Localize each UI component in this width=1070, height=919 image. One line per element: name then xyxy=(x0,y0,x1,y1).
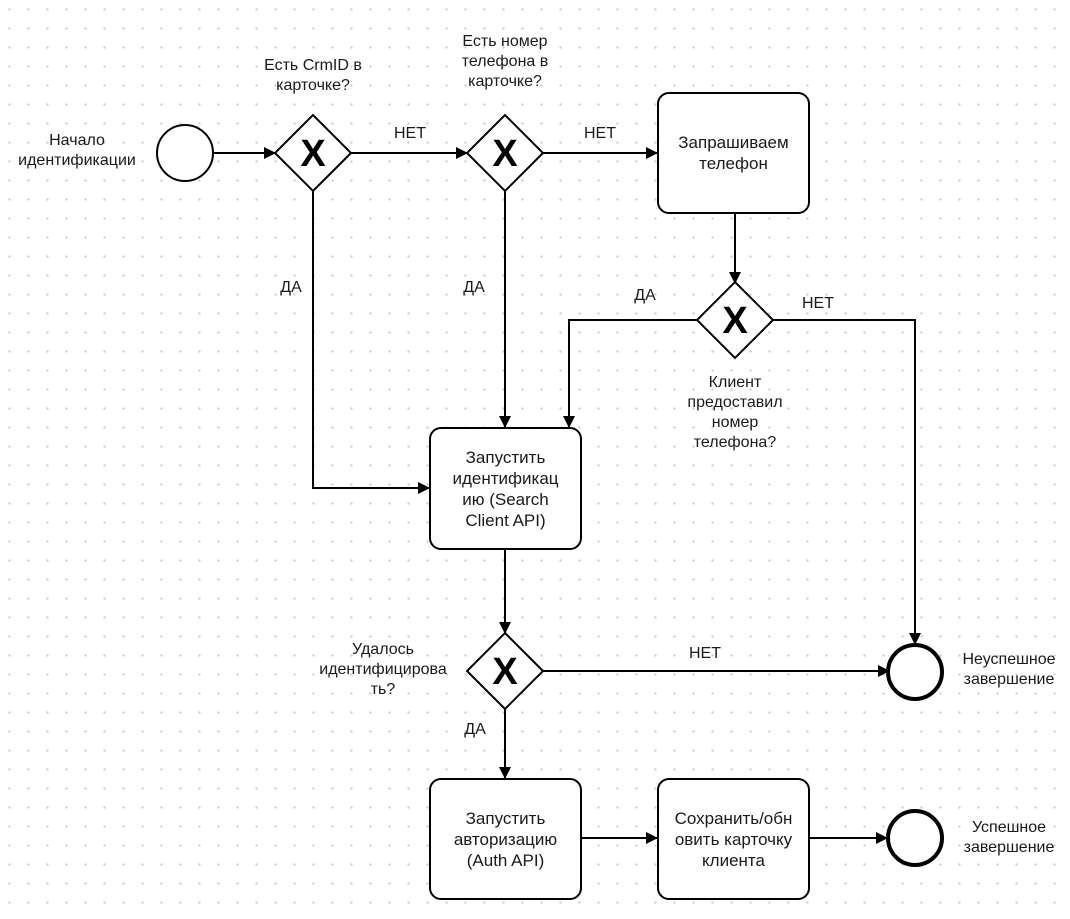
end-event-fail-label: Неуспешное завершение xyxy=(962,651,1056,688)
flow-g2-no-label: НЕТ xyxy=(584,125,616,142)
task-save-card[interactable]: Сохранить/обн овить карточку клиента xyxy=(657,778,810,900)
task-run-authorization[interactable]: Запустить авторизацию (Auth API) xyxy=(429,778,582,900)
start-event[interactable] xyxy=(156,124,214,182)
gateway-crmid[interactable]: X xyxy=(273,113,353,193)
flow-g4-no-label: НЕТ xyxy=(689,645,721,662)
flow-g3-yes xyxy=(563,319,697,428)
gateway-x-icon: X xyxy=(300,133,326,175)
start-event-label: Начало идентификации xyxy=(18,132,136,169)
end-event-success[interactable] xyxy=(886,809,944,867)
flow-g3-no xyxy=(773,319,921,645)
gateway-crmid-label: Есть CrmID в карточке? xyxy=(264,57,362,94)
gateway-phone-in-card-label: Есть номер телефона в карточке? xyxy=(461,33,549,90)
flow-g4-yes-label: ДА xyxy=(464,721,486,738)
flow-g1-no-label: НЕТ xyxy=(394,125,426,142)
gateway-client-provided-phone[interactable]: X xyxy=(695,280,775,360)
task-run-identification-label: Запустить идентификац ию (Search Client … xyxy=(452,447,559,530)
gateway-x-icon: X xyxy=(492,651,518,693)
gateway-x-icon: X xyxy=(492,133,518,175)
flow-g2-yes-label: ДА xyxy=(463,279,485,296)
gateway-identified-label: Удалось идентифицирова ть? xyxy=(319,641,447,698)
gateway-identified[interactable]: X xyxy=(465,631,545,711)
end-event-success-label: Успешное завершение xyxy=(963,819,1055,856)
task-request-phone[interactable]: Запрашиваем телефон xyxy=(657,92,810,214)
flow-g3-yes-label: ДА xyxy=(634,287,656,304)
gateway-client-provided-phone-label: Клиент предоставил номер телефона? xyxy=(687,374,783,451)
flow-g1-yes-label: ДА xyxy=(280,279,302,296)
task-save-card-label: Сохранить/обн овить карточку клиента xyxy=(674,808,793,870)
flow-g3-no-label: НЕТ xyxy=(802,295,834,312)
task-run-authorization-label: Запустить авторизацию (Auth API) xyxy=(453,808,558,870)
task-run-identification[interactable]: Запустить идентификац ию (Search Client … xyxy=(429,427,582,550)
gateway-x-icon: X xyxy=(722,300,748,342)
gateway-phone-in-card[interactable]: X xyxy=(465,113,545,193)
flow-g1-yes xyxy=(312,191,430,494)
task-request-phone-label: Запрашиваем телефон xyxy=(678,133,789,173)
end-event-fail[interactable] xyxy=(886,643,944,701)
